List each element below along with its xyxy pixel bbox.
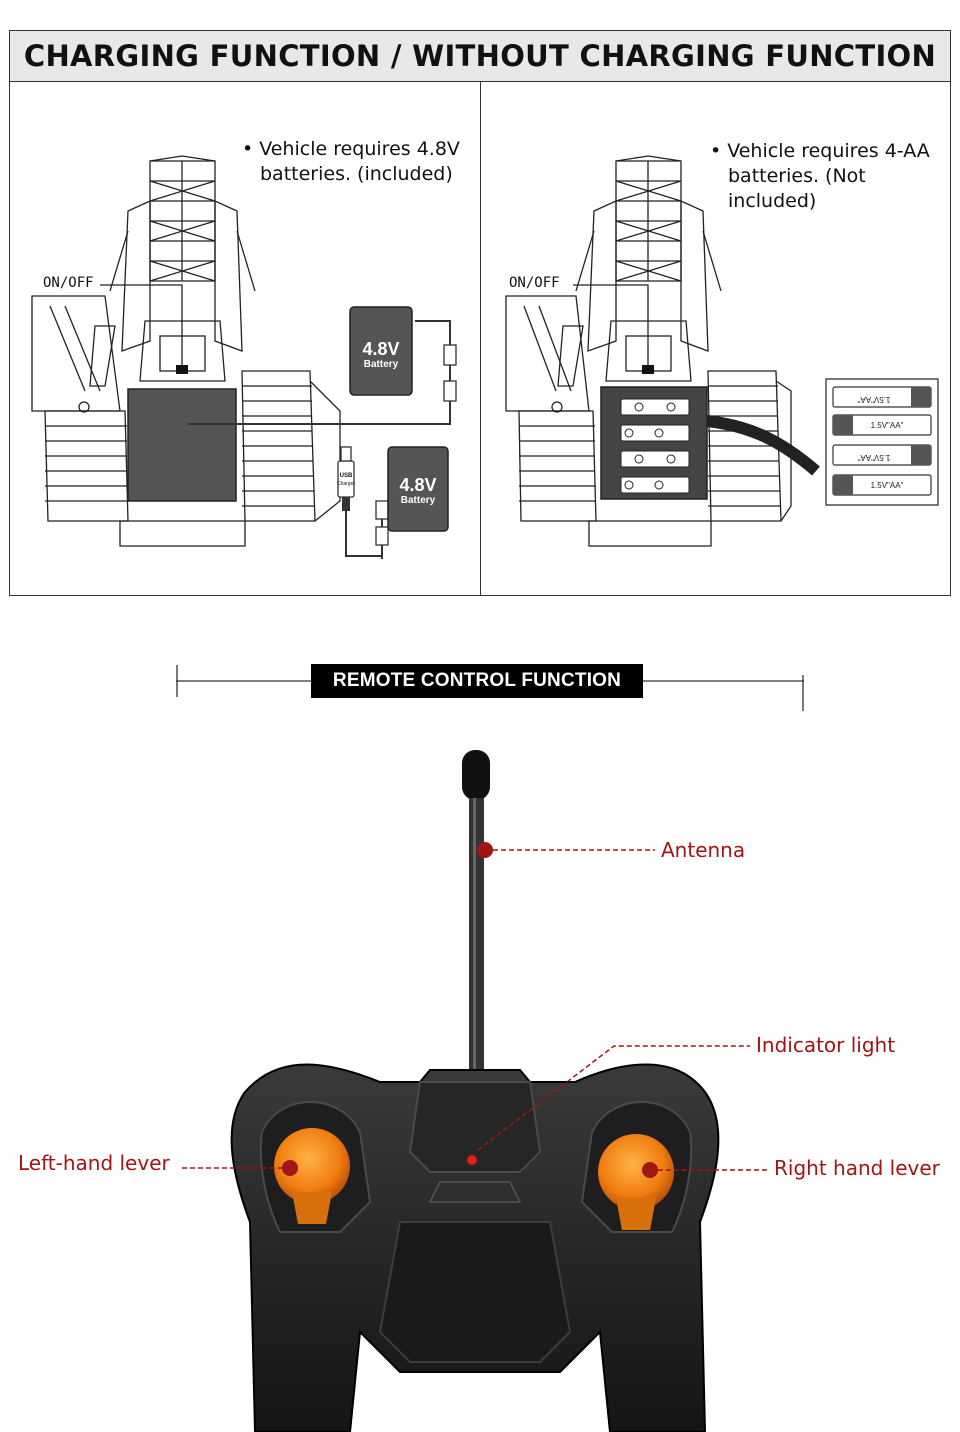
remote-heading-rule (176, 665, 804, 711)
left-hand-lever-icon (274, 1128, 350, 1204)
vehicle-rechargeable-illustration: 4.8V Battery 4.8V Battery USB Charger (31, 155, 457, 559)
battery-pack-icon (387, 446, 449, 532)
note-line: batteries. (Not included) (728, 165, 866, 212)
charging-header: CHARGING FUNCTION / WITHOUT CHARGING FUN… (10, 31, 950, 82)
aa-battery-label: 1.5V"AA" (857, 395, 890, 404)
on-off-switch-label: ON/OFF (509, 275, 560, 291)
vehicle-aa-illustration: 1.5V"AA" 1.5V"AA" 1.5V"AA" 1.5V"AA" (505, 155, 939, 547)
battery-requirement-note: Vehicle requires 4-AA batteries. (Not in… (710, 139, 950, 214)
charging-version-panel: 4.8V Battery 4.8V Battery USB Charger Ve… (10, 81, 481, 595)
charging-panel: CHARGING FUNCTION / WITHOUT CHARGING FUN… (9, 30, 951, 596)
aa-version-panel: 1.5V"AA" 1.5V"AA" 1.5V"AA" 1.5V"AA" Vehi… (481, 81, 950, 595)
aa-battery-label: 1.5V"AA" (857, 453, 890, 462)
right-hand-lever-icon (598, 1134, 674, 1210)
antenna-marker (477, 842, 493, 858)
left-lever-marker (282, 1160, 298, 1176)
left-hand-lever-callout: Left-hand lever (18, 1151, 170, 1175)
battery-requirement-note: Vehicle requires 4.8V batteries. (includ… (242, 137, 460, 187)
note-line: Vehicle requires 4.8V (242, 138, 460, 160)
battery-voltage-label: 4.8V (399, 475, 436, 495)
aa-battery-label: 1.5V"AA" (871, 481, 904, 490)
battery-voltage-label: 4.8V (362, 339, 399, 359)
antenna-icon (469, 798, 484, 1078)
indicator-light-callout: Indicator light (756, 1033, 896, 1057)
usb-charger-icon (337, 460, 355, 498)
remote-heading: REMOTE CONTROL FUNCTION (311, 664, 643, 698)
on-off-switch-label: ON/OFF (43, 275, 94, 291)
charging-title: CHARGING FUNCTION / WITHOUT CHARGING FUN… (23, 39, 937, 73)
battery-pack-icon (349, 306, 413, 396)
remote-controller-illustration (182, 750, 768, 1432)
indicator-light-icon (467, 1155, 477, 1165)
battery-word-label: Battery (364, 359, 399, 370)
remote-heading-text: REMOTE CONTROL FUNCTION (332, 670, 622, 691)
note-line: Vehicle requires 4-AA (710, 140, 930, 162)
antenna-tip-icon (462, 750, 490, 800)
note-line: batteries. (included) (260, 163, 453, 185)
usb-charger-label: USB (340, 473, 353, 479)
usb-charger-label: Charger (337, 481, 355, 487)
battery-word-label: Battery (401, 495, 436, 506)
aa-battery-label: 1.5V"AA" (871, 421, 904, 430)
antenna-callout: Antenna (661, 838, 746, 862)
right-hand-lever-callout: Right hand lever (774, 1156, 940, 1180)
right-lever-marker (642, 1162, 658, 1178)
